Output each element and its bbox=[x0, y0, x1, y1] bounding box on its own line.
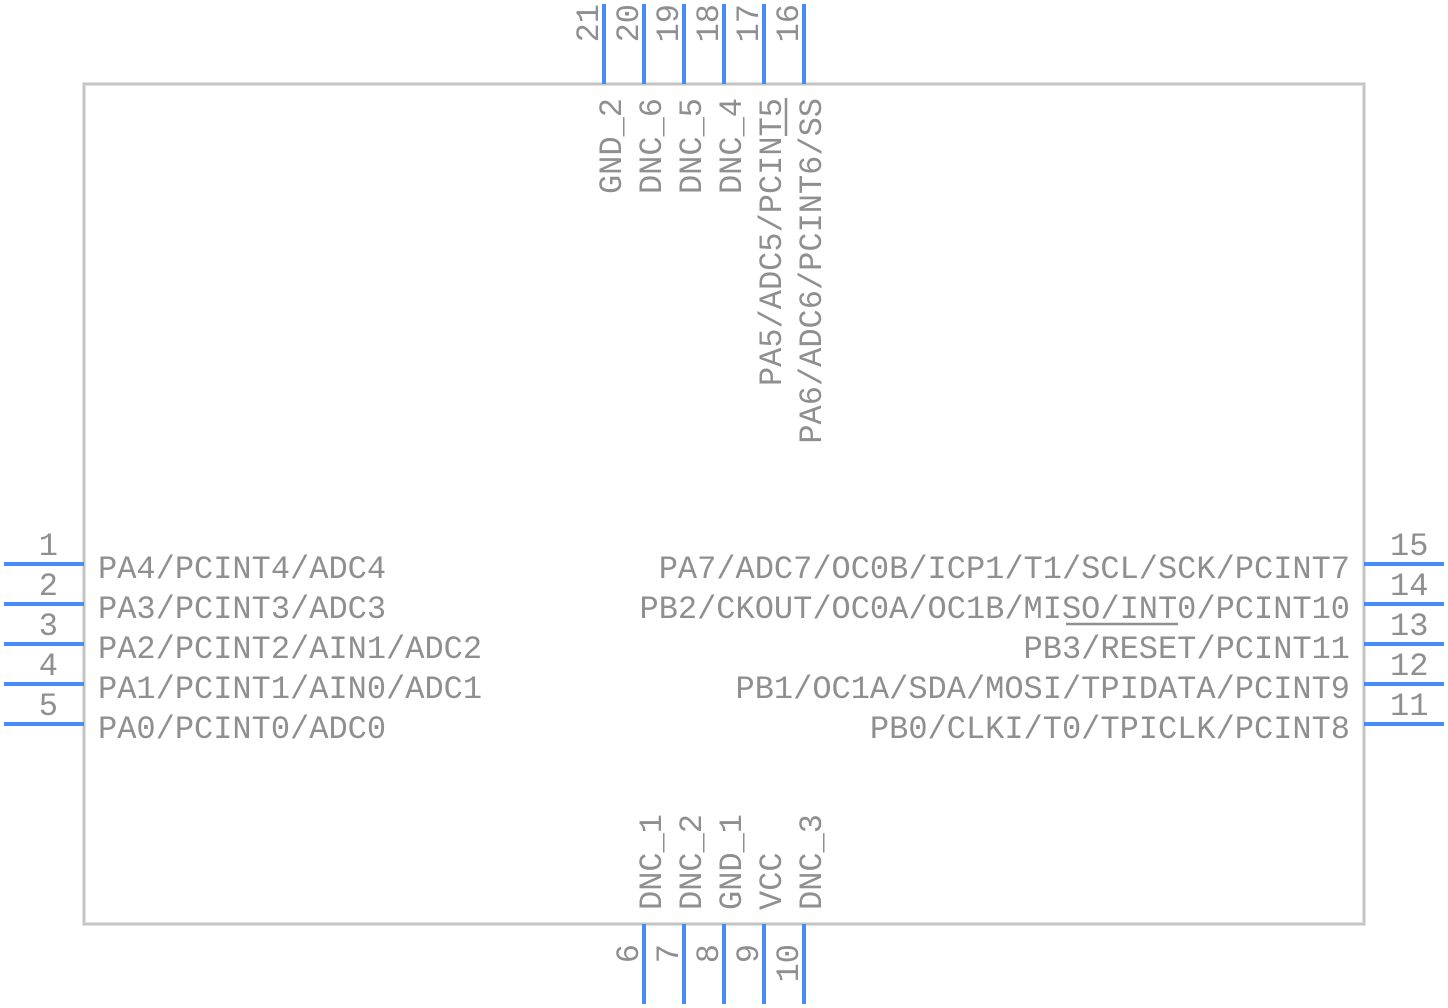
pin-number-16: 16 bbox=[771, 4, 808, 42]
pin-number-5: 5 bbox=[39, 688, 58, 725]
pin-number-19: 19 bbox=[651, 4, 688, 42]
right-pins: 15 PA7/ADC7/OC0B/ICP1/T1/SCL/SCK/PCINT7 … bbox=[639, 528, 1444, 748]
pin-number-10: 10 bbox=[771, 944, 808, 982]
pin-number-17: 17 bbox=[731, 4, 768, 42]
pin-number-15: 15 bbox=[1390, 528, 1428, 565]
pin-name-1: PA4/PCINT4/ADC4 bbox=[98, 551, 386, 588]
pin-name-13: PB3/RESET/PCINT11 bbox=[1024, 631, 1350, 668]
pin-number-21: 21 bbox=[571, 4, 608, 42]
pin-number-9: 9 bbox=[731, 944, 768, 963]
pin-name-19: DNC_5 bbox=[674, 98, 711, 194]
pin-name-4: PA1/PCINT1/AIN0/ADC1 bbox=[98, 671, 482, 708]
pin-name-2: PA3/PCINT3/ADC3 bbox=[98, 591, 386, 628]
pin-name-9: VCC bbox=[754, 852, 791, 910]
pin-number-13: 13 bbox=[1390, 608, 1428, 645]
pin-number-20: 20 bbox=[611, 4, 648, 42]
pin-number-12: 12 bbox=[1390, 648, 1428, 685]
pin-name-5: PA0/PCINT0/ADC0 bbox=[98, 711, 386, 748]
pin-number-4: 4 bbox=[39, 648, 58, 685]
pin-name-6: DNC_1 bbox=[634, 814, 671, 910]
pin-name-8: GND_1 bbox=[714, 814, 751, 910]
pin-number-2: 2 bbox=[39, 568, 58, 605]
pin-name-17: PA5/ADC5/PCINT5 bbox=[754, 98, 791, 386]
pin-name-21: GND_2 bbox=[594, 98, 631, 194]
pin-number-14: 14 bbox=[1390, 568, 1428, 605]
pin-number-3: 3 bbox=[39, 608, 58, 645]
pin-name-3: PA2/PCINT2/AIN1/ADC2 bbox=[98, 631, 482, 668]
pin-name-20: DNC_6 bbox=[634, 98, 671, 194]
pin-name-10: DNC_3 bbox=[794, 814, 831, 910]
pin-name-14: PB2/CKOUT/OC0A/OC1B/MISO/INT0/PCINT10 bbox=[639, 591, 1350, 628]
pin-name-15: PA7/ADC7/OC0B/ICP1/T1/SCL/SCK/PCINT7 bbox=[659, 551, 1350, 588]
pin-name-7: DNC_2 bbox=[674, 814, 711, 910]
pin-name-18: DNC_4 bbox=[714, 98, 751, 194]
pin-number-1: 1 bbox=[39, 528, 58, 565]
pin-name-12: PB1/OC1A/SDA/MOSI/TPIDATA/PCINT9 bbox=[736, 671, 1351, 708]
pin-name-11: PB0/CLKI/T0/TPICLK/PCINT8 bbox=[870, 711, 1350, 748]
pin-number-6: 6 bbox=[611, 944, 648, 963]
pin-number-11: 11 bbox=[1390, 688, 1428, 725]
left-pins: 1 PA4/PCINT4/ADC4 2 PA3/PCINT3/ADC3 3 PA… bbox=[4, 528, 482, 748]
pin-name-16: PA6/ADC6/PCINT6/SS bbox=[794, 98, 831, 444]
pin-number-8: 8 bbox=[691, 944, 728, 963]
pin-number-18: 18 bbox=[691, 4, 728, 42]
bottom-pins: 6 DNC_1 7 DNC_2 8 GND_1 9 VCC 10 DNC_3 bbox=[611, 814, 831, 1004]
top-pins: 21 GND_2 20 DNC_6 19 DNC_5 18 DNC_4 17 P… bbox=[571, 4, 831, 444]
pin-number-7: 7 bbox=[651, 944, 688, 963]
component-body bbox=[82, 82, 1366, 926]
